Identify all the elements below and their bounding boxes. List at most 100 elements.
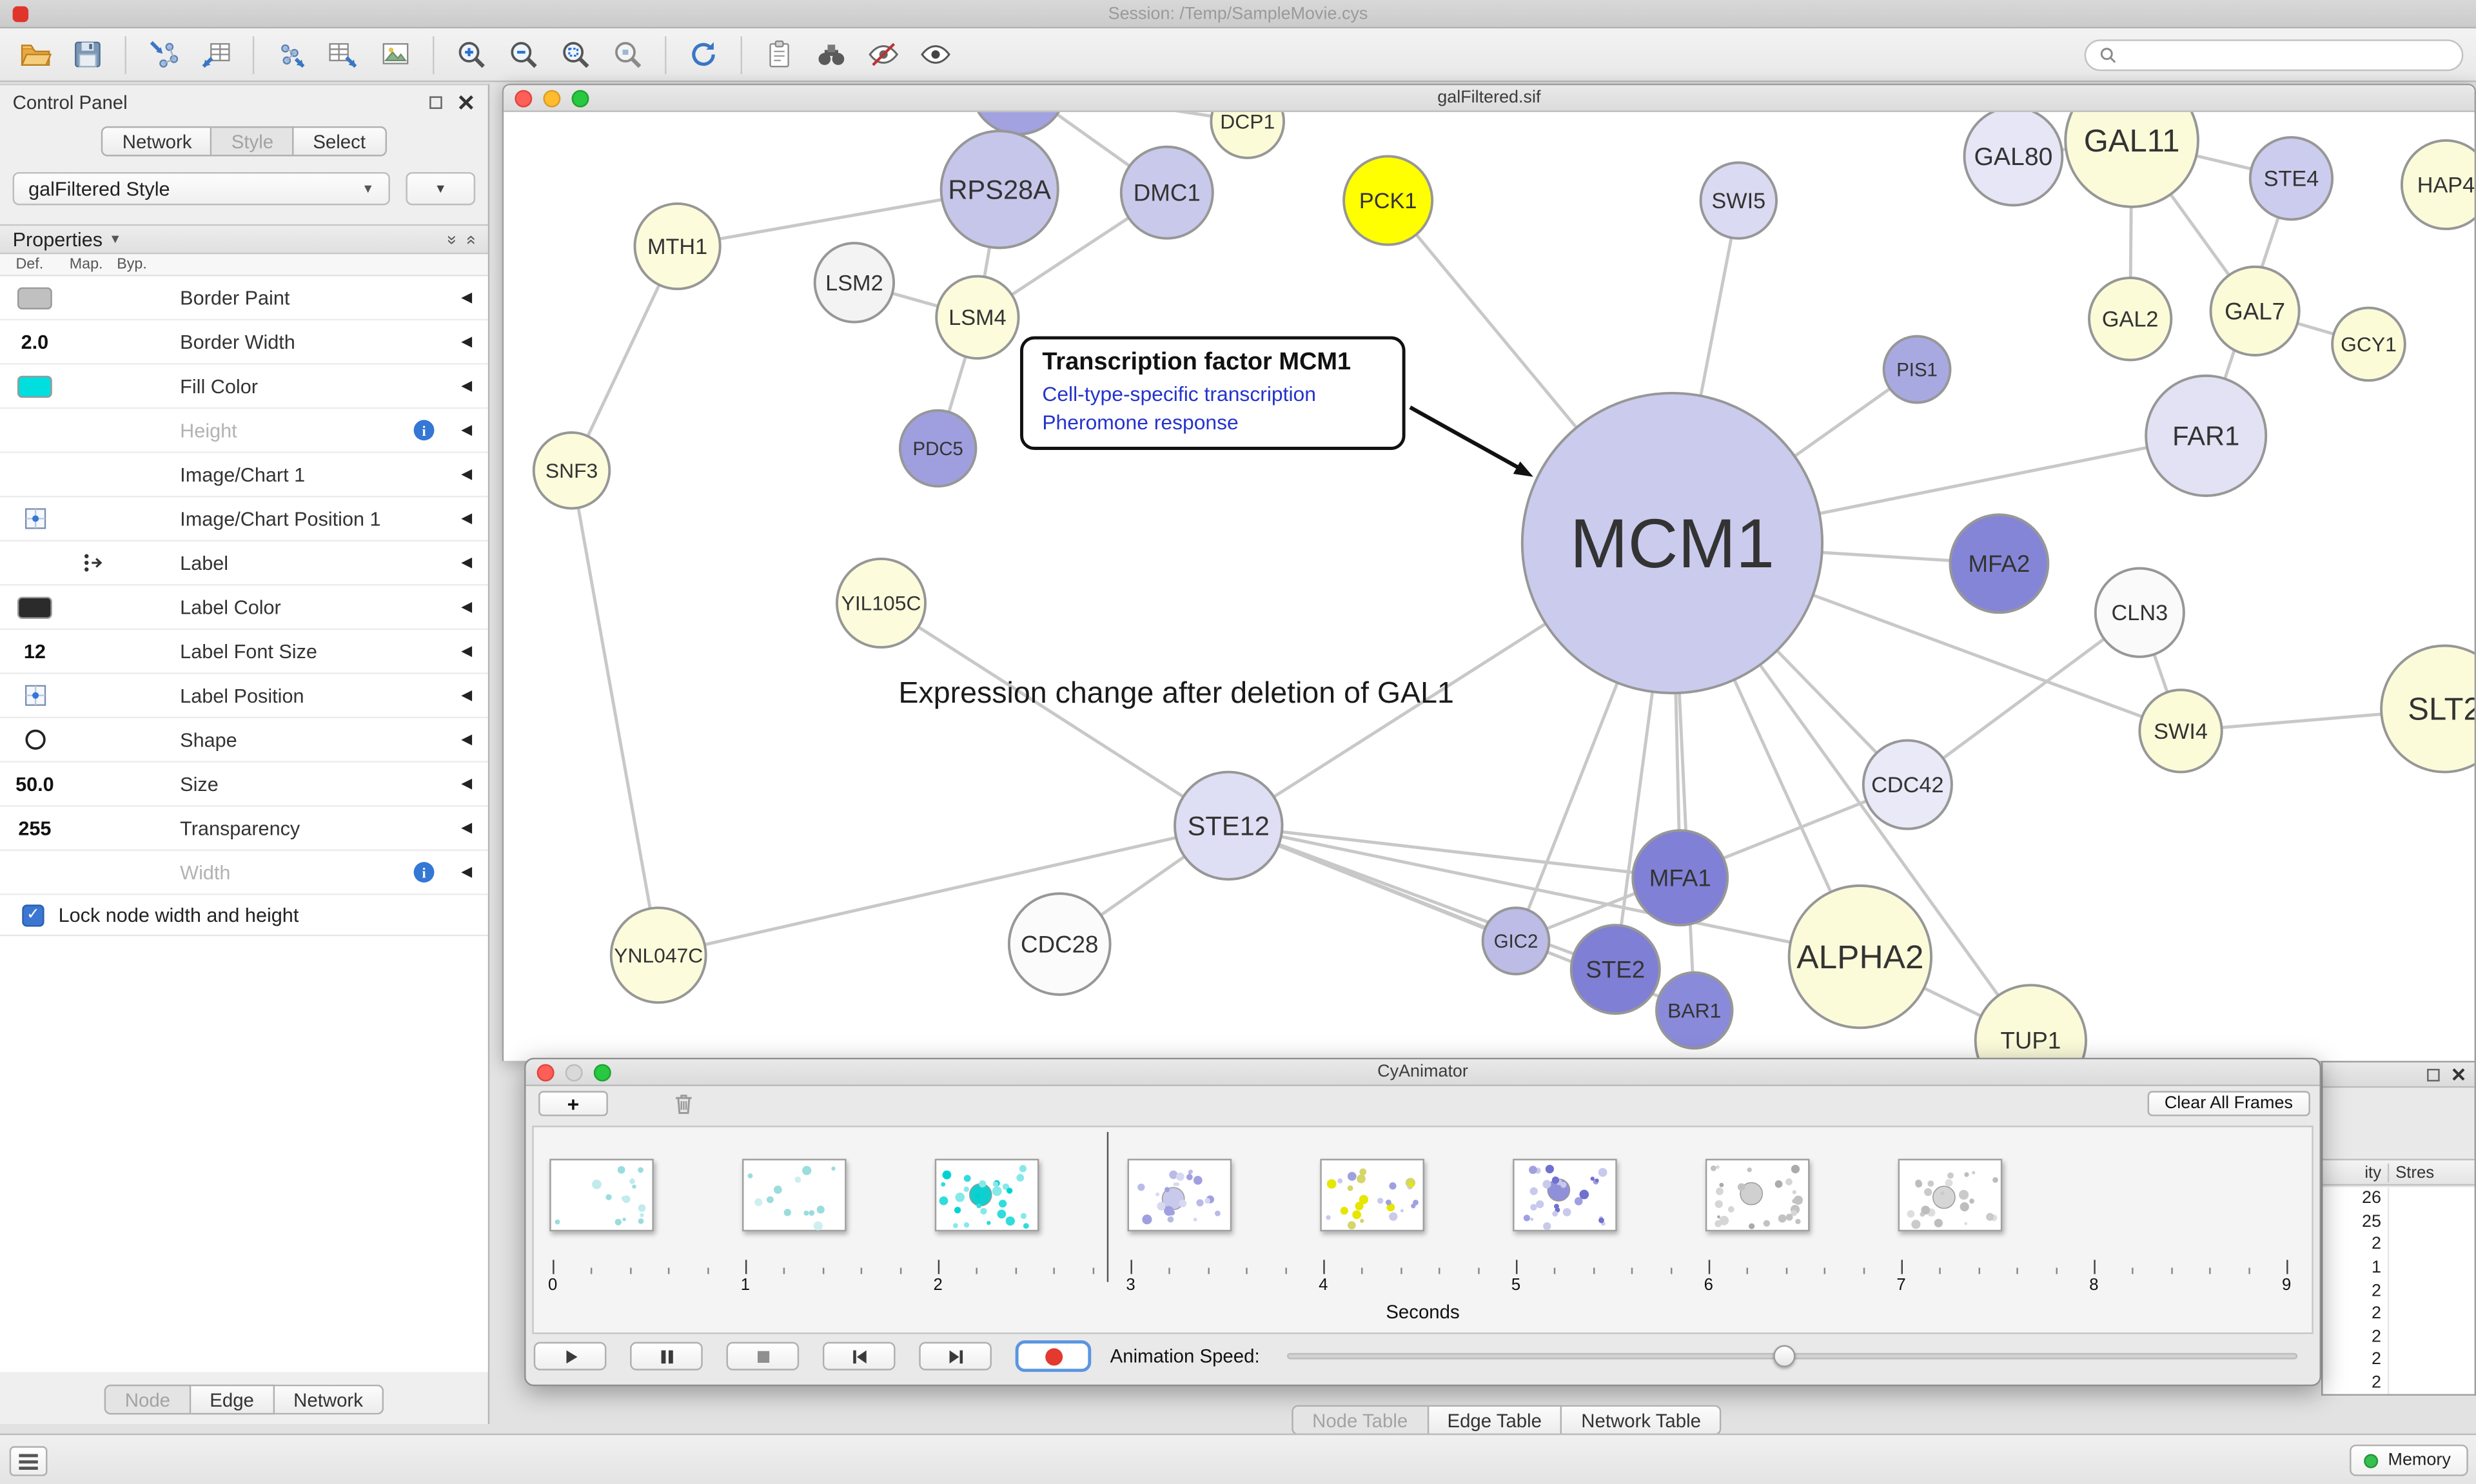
- zoom-selected-icon[interactable]: [602, 32, 654, 77]
- minimize-window-icon[interactable]: [543, 90, 560, 108]
- expand-row-icon[interactable]: ◀: [461, 819, 472, 837]
- close-window-icon[interactable]: [537, 1064, 555, 1082]
- annotation-box[interactable]: Transcription factor MCM1 Cell-type-spec…: [1020, 337, 1406, 450]
- table-row[interactable]: 2: [2323, 1280, 2474, 1303]
- frames-timeline[interactable]: 0123456789 Seconds: [532, 1126, 2313, 1334]
- default-value-cell[interactable]: 12: [0, 640, 70, 662]
- node-PDC5[interactable]: PDC5: [900, 411, 976, 487]
- save-session-icon[interactable]: [62, 32, 114, 77]
- node-GAL2[interactable]: GAL2: [2089, 278, 2171, 360]
- zoom-out-icon[interactable]: [497, 32, 549, 77]
- column-header-stress[interactable]: Stres: [2389, 1163, 2474, 1182]
- lock-size-row[interactable]: ✓ Lock node width and height: [0, 895, 488, 937]
- close-panel-icon[interactable]: ✕: [457, 91, 475, 113]
- table-row[interactable]: 2: [2323, 1233, 2474, 1256]
- global-search-field[interactable]: [2085, 39, 2464, 71]
- node-MTH1[interactable]: MTH1: [634, 204, 720, 289]
- float-window-icon[interactable]: [430, 95, 443, 108]
- tab-style[interactable]: Style: [212, 126, 294, 157]
- node-SWI5[interactable]: SWI5: [1701, 162, 1777, 239]
- table-row[interactable]: 2: [2323, 1325, 2474, 1349]
- property-row-transparency[interactable]: 255Transparency◀: [0, 806, 488, 851]
- table-row[interactable]: 2: [2323, 1372, 2474, 1395]
- import-network-icon[interactable]: [137, 32, 190, 77]
- node-MCM1[interactable]: MCM1: [1522, 393, 1822, 693]
- table-row[interactable]: 1: [2323, 1256, 2474, 1280]
- property-row-label-position[interactable]: Label Position◀: [0, 674, 488, 719]
- add-frame-button[interactable]: +: [538, 1091, 608, 1116]
- node-ALPHA2[interactable]: ALPHA2: [1789, 886, 1931, 1028]
- node-SNF3[interactable]: SNF3: [534, 433, 610, 509]
- expand-row-icon[interactable]: ◀: [461, 422, 472, 439]
- property-row-label-font-size[interactable]: 12Label Font Size◀: [0, 630, 488, 674]
- frame-thumbnail-3[interactable]: [935, 1159, 1039, 1232]
- panel-menu-button[interactable]: [10, 1446, 48, 1476]
- expand-all-icon[interactable]: »: [442, 235, 460, 244]
- refresh-view-icon[interactable]: [678, 32, 730, 77]
- frame-thumbnail-5[interactable]: [1320, 1159, 1424, 1232]
- style-selector[interactable]: galFiltered Style ▼: [13, 172, 390, 205]
- copy-icon[interactable]: [753, 32, 805, 77]
- table-row[interactable]: 25: [2323, 1210, 2474, 1233]
- panel-tab-edge[interactable]: Edge: [191, 1385, 275, 1415]
- node-YIL105C[interactable]: YIL105C: [837, 559, 925, 647]
- default-value-cell[interactable]: [0, 286, 70, 308]
- node-HAP4[interactable]: HAP4: [2402, 141, 2475, 229]
- play-button[interactable]: [534, 1342, 607, 1371]
- stop-button[interactable]: [727, 1342, 800, 1371]
- export-network-icon[interactable]: [265, 32, 317, 77]
- style-options-button[interactable]: ▼: [406, 172, 475, 205]
- property-row-label[interactable]: Label◀: [0, 542, 488, 586]
- frame-thumbnail-6[interactable]: [1513, 1159, 1617, 1232]
- frame-thumbnail-1[interactable]: [549, 1159, 654, 1232]
- tab-network[interactable]: Network: [102, 126, 212, 157]
- default-value-cell[interactable]: [0, 728, 70, 752]
- cyanimator-titlebar[interactable]: CyAnimator: [526, 1059, 2320, 1086]
- expand-row-icon[interactable]: ◀: [461, 554, 472, 572]
- info-icon[interactable]: i: [414, 420, 435, 440]
- minimize-window-icon[interactable]: [565, 1064, 583, 1082]
- node-CDC28[interactable]: CDC28: [1009, 893, 1110, 995]
- node-DMC1[interactable]: DMC1: [1121, 147, 1213, 239]
- frame-thumbnail-4[interactable]: [1128, 1159, 1232, 1232]
- default-value-cell[interactable]: [0, 683, 70, 707]
- node-DCP1[interactable]: DCP1: [1211, 112, 1284, 158]
- property-row-image-chart-1[interactable]: Image/Chart 1◀: [0, 453, 488, 498]
- default-value-cell[interactable]: [0, 375, 70, 397]
- delete-frame-button[interactable]: [665, 1088, 703, 1119]
- mapping-cell[interactable]: [70, 551, 117, 575]
- tab-edge-table[interactable]: Edge Table: [1428, 1405, 1562, 1436]
- export-image-icon[interactable]: [369, 32, 422, 77]
- node-TUP1[interactable]: TUP1: [1976, 985, 2086, 1061]
- import-table-icon[interactable]: [190, 32, 242, 77]
- expand-row-icon[interactable]: ◀: [461, 510, 472, 527]
- show-all-icon[interactable]: [910, 32, 962, 77]
- column-header-ity[interactable]: ity: [2323, 1163, 2389, 1182]
- expand-row-icon[interactable]: ◀: [461, 775, 472, 792]
- node-MFA2[interactable]: MFA2: [1950, 514, 2048, 612]
- zoom-fit-icon[interactable]: [549, 32, 602, 77]
- node-PCK1[interactable]: PCK1: [1344, 156, 1432, 244]
- collapse-all-icon[interactable]: »: [461, 235, 480, 244]
- zoom-window-icon[interactable]: [572, 90, 589, 108]
- expand-row-icon[interactable]: ◀: [461, 377, 472, 395]
- go-to-start-button[interactable]: [823, 1342, 896, 1371]
- clear-all-frames-button[interactable]: Clear All Frames: [2147, 1091, 2310, 1116]
- panel-tab-network[interactable]: Network: [275, 1385, 384, 1415]
- node-GIC2[interactable]: GIC2: [1483, 908, 1549, 974]
- node-MFA1[interactable]: MFA1: [1633, 830, 1727, 925]
- close-panel-icon[interactable]: ✕: [2451, 1065, 2467, 1084]
- property-row-height[interactable]: Heighti◀: [0, 409, 488, 453]
- network-canvas[interactable]: RPS28ADCP1DMC1PCK1SWI5GAL80GAL11STE4HAP4…: [504, 112, 2474, 1061]
- open-session-icon[interactable]: [10, 32, 62, 77]
- panel-tab-node[interactable]: Node: [104, 1385, 191, 1415]
- expand-row-icon[interactable]: ◀: [461, 864, 472, 881]
- color-swatch[interactable]: [17, 286, 52, 308]
- expand-row-icon[interactable]: ◀: [461, 289, 472, 306]
- slider-knob[interactable]: [1773, 1345, 1795, 1367]
- property-row-width[interactable]: Widthi◀: [0, 851, 488, 895]
- hide-selected-icon[interactable]: [858, 32, 910, 77]
- default-value-cell[interactable]: 2.0: [0, 331, 70, 353]
- search-input[interactable]: [2125, 46, 2449, 64]
- node-LSM2[interactable]: LSM2: [815, 243, 894, 322]
